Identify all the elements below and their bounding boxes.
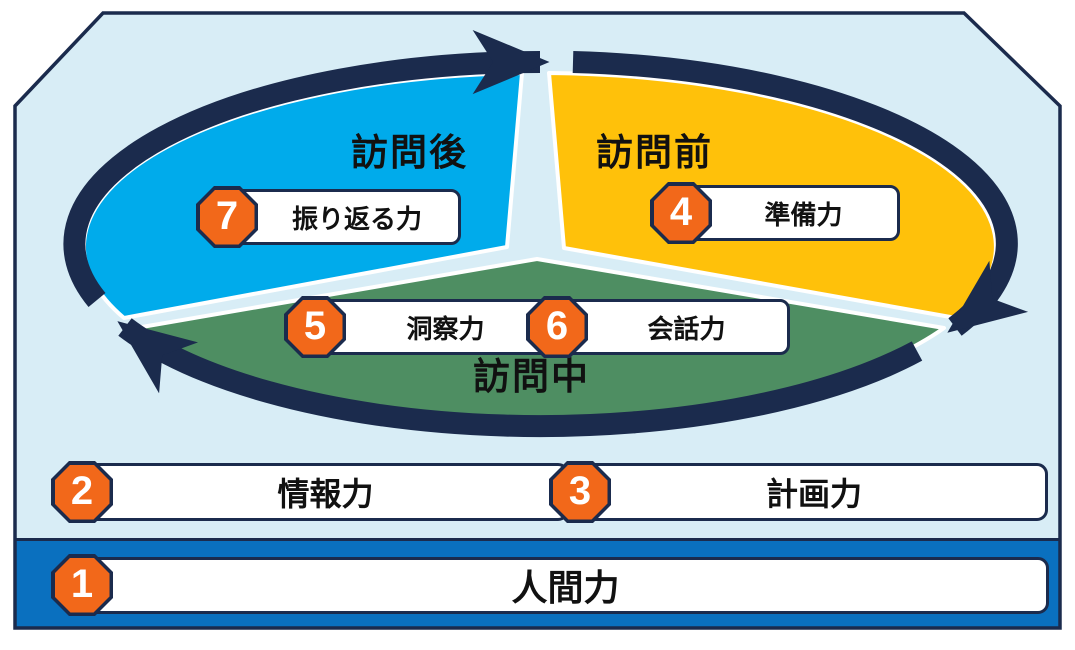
badge-1-label: 人間力 bbox=[511, 567, 620, 608]
badge-6-number: 6 bbox=[545, 304, 569, 348]
badge-6-label: 会話力 bbox=[647, 313, 726, 344]
section-label-before-visit: 訪問前 bbox=[596, 132, 713, 173]
badge-1-octagon-fill: 1 bbox=[54, 557, 110, 613]
badge-4-label: 準備力 bbox=[764, 199, 843, 230]
badge-4-number: 4 bbox=[669, 190, 693, 234]
badge-7-octagon: 7 bbox=[196, 186, 258, 248]
badge-5-label-pill: 洞察力 bbox=[315, 299, 550, 355]
badge-3-octagon-fill: 3 bbox=[552, 464, 608, 520]
badge-4-octagon-fill: 4 bbox=[653, 185, 709, 241]
skill-badge-7: 7 振り返る力 bbox=[196, 186, 461, 248]
section-label-after-visit: 訪問後 bbox=[351, 132, 468, 173]
badge-1-number: 1 bbox=[70, 562, 94, 606]
badge-6-octagon-fill: 6 bbox=[529, 299, 585, 355]
badge-2-number: 2 bbox=[70, 469, 94, 513]
skill-badge-4: 4 準備力 bbox=[650, 182, 900, 244]
skill-badge-6: 6 会話力 bbox=[526, 296, 790, 358]
badge-5-number: 5 bbox=[303, 304, 327, 348]
cycle-arrow-right bbox=[572, 51, 1029, 336]
badge-6-label-pill: 会話力 bbox=[557, 299, 790, 355]
badge-2-label-pill: 情報力 bbox=[82, 463, 569, 521]
badge-2-label: 情報力 bbox=[277, 476, 374, 512]
foundation-badge-3: 3 計画力 bbox=[549, 461, 1048, 523]
badge-6-octagon: 6 bbox=[526, 296, 588, 358]
cycle-arrow-top-left bbox=[63, 29, 550, 308]
badge-2-octagon: 2 bbox=[51, 461, 113, 523]
skill-badge-5: 5 洞察力 bbox=[284, 296, 550, 358]
badge-2-octagon-fill: 2 bbox=[54, 464, 110, 520]
badge-3-number: 3 bbox=[568, 469, 592, 513]
badge-1-octagon: 1 bbox=[51, 554, 113, 616]
badge-5-octagon-fill: 5 bbox=[287, 299, 343, 355]
cycle-arrow-bottom bbox=[117, 318, 923, 438]
badge-5-octagon: 5 bbox=[284, 296, 346, 358]
badge-4-octagon: 4 bbox=[650, 182, 712, 244]
badge-3-octagon: 3 bbox=[549, 461, 611, 523]
badge-7-label: 振り返る力 bbox=[291, 203, 422, 234]
badge-3-label: 計画力 bbox=[765, 476, 862, 512]
badge-7-octagon-fill: 7 bbox=[199, 189, 255, 245]
badge-3-label-pill: 計画力 bbox=[580, 463, 1048, 521]
badge-7-number: 7 bbox=[215, 194, 239, 238]
badge-4-label-pill: 準備力 bbox=[681, 185, 900, 241]
foundation-badge-1: 1 人間力 bbox=[51, 554, 1049, 616]
section-label-during-visit: 訪問中 bbox=[473, 356, 590, 397]
foundation-badge-2: 2 情報力 bbox=[51, 461, 569, 523]
panel-border bbox=[13, 11, 1062, 630]
badge-1-label-pill: 人間力 bbox=[82, 556, 1049, 614]
badge-5-label: 洞察力 bbox=[406, 313, 485, 344]
badge-7-label-pill: 振り返る力 bbox=[227, 189, 461, 245]
